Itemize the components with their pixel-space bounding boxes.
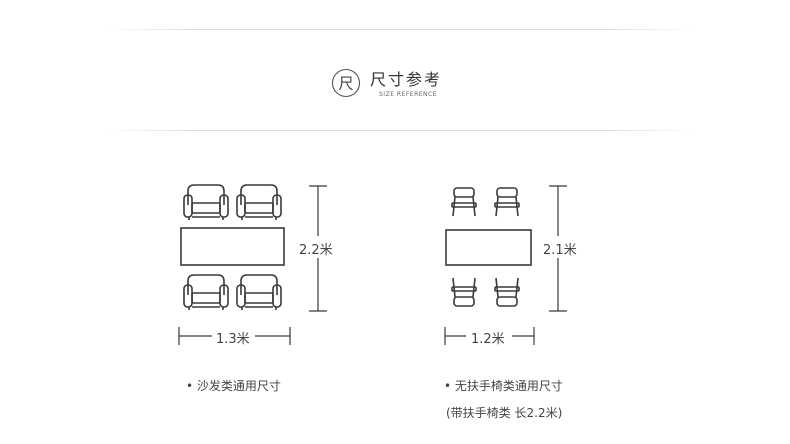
side-chair-icon — [451, 277, 477, 307]
sofa-note: • 沙发类通用尺寸 — [186, 379, 281, 393]
page-title: 尺寸参考 — [370, 70, 443, 89]
sofa-width-label: 1.3米 — [216, 332, 250, 347]
page-subtitle: SIZE REFERENCE — [379, 91, 438, 98]
armchair-note: (带扶手椅类 长2.2米) — [446, 406, 563, 420]
armchair-icon — [236, 184, 282, 221]
top-divider — [103, 29, 697, 30]
sofa-depth-label: 2.2米 — [299, 243, 333, 258]
armchair-icon — [183, 184, 229, 221]
armless-depth-dimension — [549, 185, 567, 312]
sofa-table — [180, 227, 285, 266]
logo-glyph: 尺 — [338, 75, 353, 93]
armchair-icon — [236, 274, 282, 311]
side-chair-icon — [451, 187, 477, 217]
dining-table — [445, 229, 532, 266]
sofa-depth-dimension — [309, 185, 327, 312]
armchair-icon — [183, 274, 229, 311]
armless-width-dimension — [444, 327, 535, 345]
side-chair-icon — [494, 187, 520, 217]
side-chair-icon — [494, 277, 520, 307]
sofa-width-dimension — [178, 327, 291, 345]
armless-note: • 无扶手椅类通用尺寸 — [444, 379, 563, 393]
bottom-divider — [103, 130, 697, 131]
armless-depth-label: 2.1米 — [543, 243, 577, 258]
armless-width-label: 1.2米 — [471, 332, 505, 347]
size-reference-logo-icon: 尺 — [331, 68, 361, 98]
